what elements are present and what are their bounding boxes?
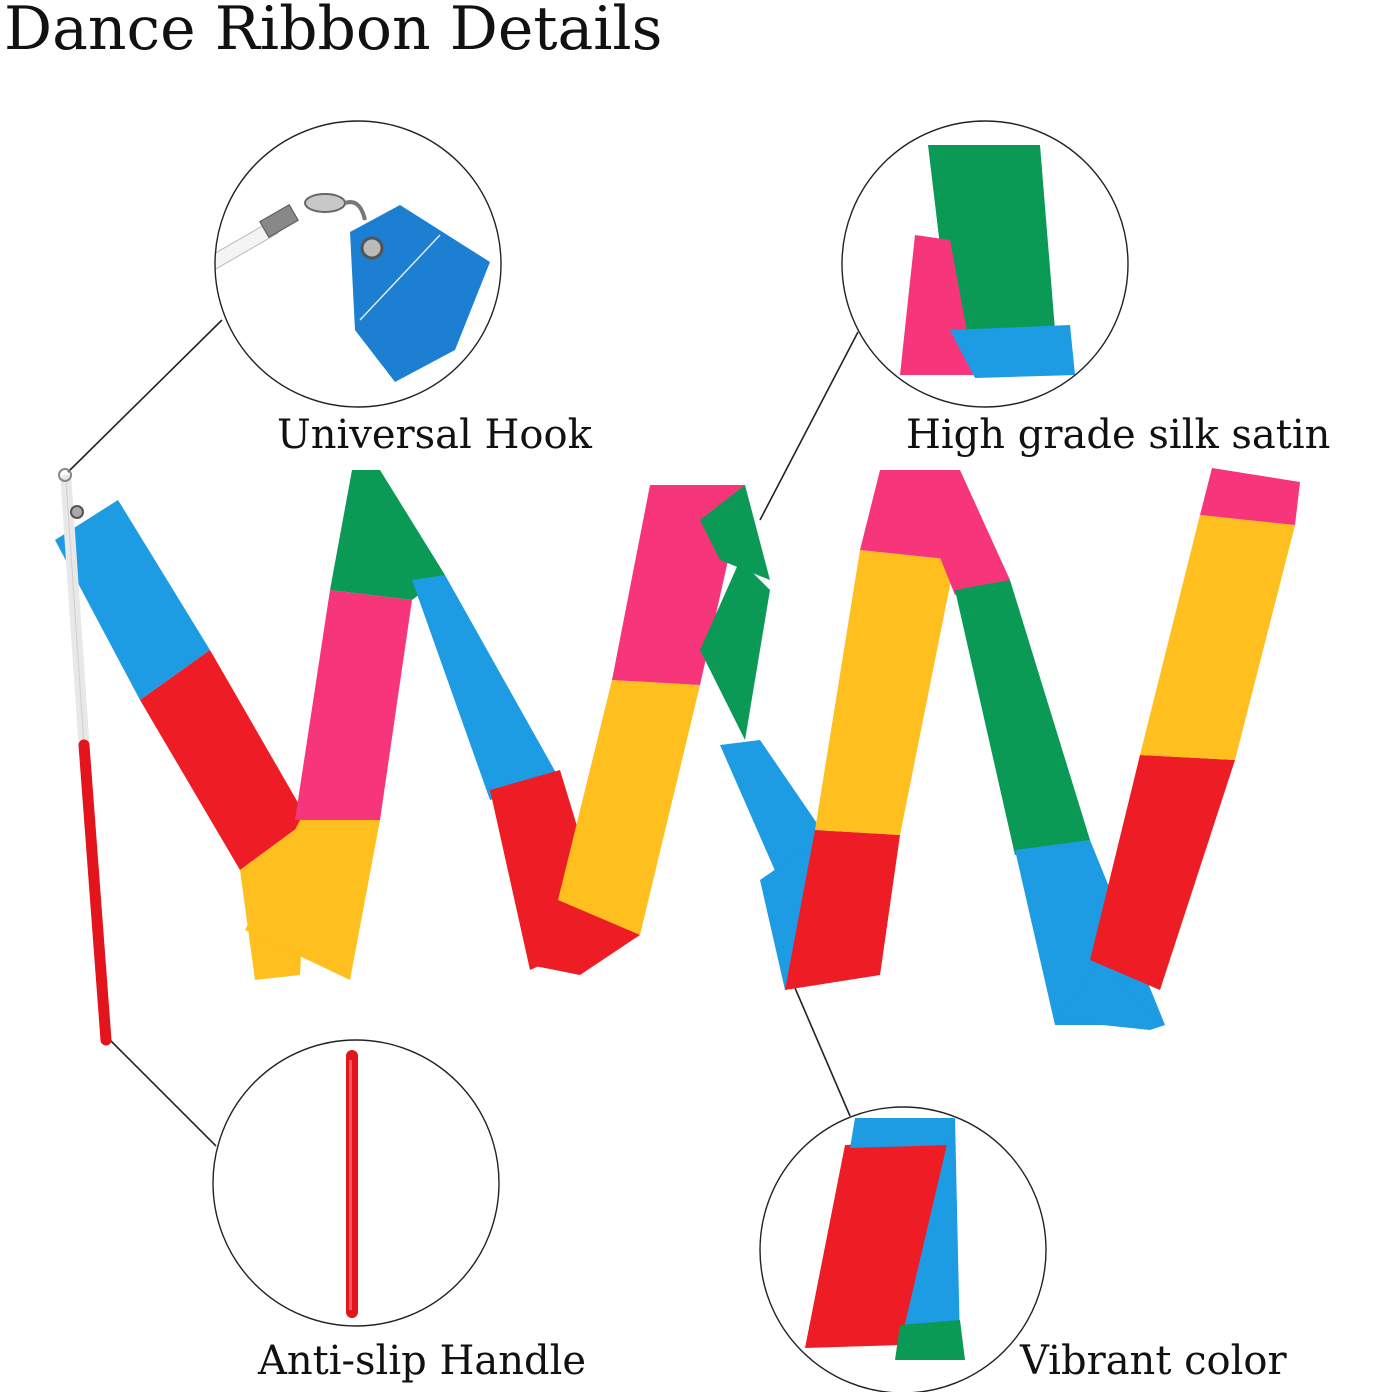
hook-connector [67,319,223,473]
hook-detail-circle [214,120,502,408]
handle-detail-circle [212,1039,500,1327]
color-connector [794,987,851,1117]
callout-lines [67,319,859,1147]
handle-label: Anti-slip Handle [258,1338,587,1384]
page-title: Dance Ribbon Details [4,0,663,64]
main-ribbon [55,468,1300,1030]
ribbon-handle-icon [346,1050,358,1318]
hook-label: Universal Hook [277,412,592,458]
ribbon-stick [58,468,112,1046]
handle-connector [107,1037,217,1147]
color-label: Vibrant color [1020,1338,1287,1384]
color-detail-circle [759,1106,1047,1392]
satin-label: High grade silk satin [906,412,1331,458]
satin-detail-circle [841,120,1129,408]
hook-swivel-icon [215,193,490,382]
satin-connector [759,331,859,521]
